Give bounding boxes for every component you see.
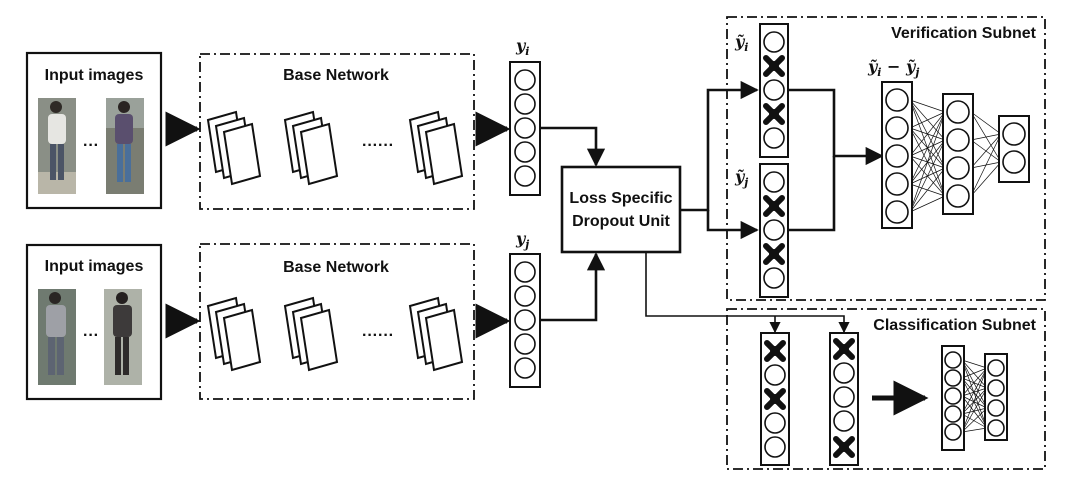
neuron-icon <box>514 285 536 307</box>
neuron-icon <box>763 127 785 149</box>
neuron-icon <box>885 144 909 168</box>
neuron-icon <box>514 309 536 331</box>
neuron-icon <box>514 165 536 187</box>
neuron-icon <box>946 128 970 152</box>
neuron-icon <box>833 410 855 432</box>
base-network-label-top: Base Network <box>283 67 389 84</box>
verification-fc-lines <box>909 99 1002 213</box>
neuron-icon <box>944 351 962 369</box>
image-ellipsis-top: ··· <box>83 137 99 154</box>
yi-label: yi <box>515 36 529 58</box>
classification-fc-lines <box>961 359 988 433</box>
person-photo-2 <box>106 98 144 194</box>
neuron-icon <box>764 364 786 386</box>
neuron-icon <box>514 357 536 379</box>
feature-map-icon <box>207 297 261 371</box>
feature-map-icon <box>207 111 261 185</box>
verification-subnet: Verification Subnet ỹi ỹj ỹi − ỹj <box>726 16 1046 301</box>
neuron-icon <box>885 116 909 140</box>
neuron-icon <box>763 31 785 53</box>
connector-yj-to-dropout <box>540 252 606 322</box>
difference-label: ỹi − ỹj <box>867 57 919 79</box>
neuron-icon <box>763 79 785 101</box>
neuron-icon <box>514 261 536 283</box>
neuron-icon <box>763 219 785 241</box>
neuron-icon <box>1002 122 1026 146</box>
classification-subnet-title: Classification Subnet <box>873 317 1036 334</box>
input-label-top: Input images <box>45 67 144 84</box>
person-photo-4 <box>104 289 142 385</box>
neuron-icon <box>514 333 536 355</box>
yj-label: yj <box>515 229 529 251</box>
base-network-frame-bottom <box>199 243 475 400</box>
neuron-icon <box>987 419 1005 437</box>
verification-subnet-title: Verification Subnet <box>891 25 1037 42</box>
neuron-icon <box>946 184 970 208</box>
neuron-icon <box>763 267 785 289</box>
neuron-icon <box>944 369 962 387</box>
dropout-unit-box <box>560 165 682 254</box>
base-network-top: Base Network ······ <box>199 53 475 210</box>
cls-output-column <box>984 353 1008 441</box>
neuron-icon <box>946 156 970 180</box>
neuron-icon <box>885 88 909 112</box>
input-images-bottom: Input images ··· <box>25 243 163 401</box>
verification-subnet-frame <box>726 16 1046 301</box>
neuron-icon <box>514 141 536 163</box>
neuron-icon <box>946 100 970 124</box>
base-network-bottom: Base Network ······ <box>199 243 475 400</box>
neuron-icon <box>764 412 786 434</box>
neuron-icon <box>1002 150 1026 174</box>
feature-yi: yi <box>509 36 541 196</box>
neuron-icon <box>764 436 786 458</box>
feature-map-icon <box>284 111 338 185</box>
neuron-icon <box>987 379 1005 397</box>
connector-yi-to-dropout <box>540 126 606 167</box>
feature-map-icon <box>284 297 338 371</box>
base-network-frame-top <box>199 53 475 210</box>
vyi-label: ỹi <box>734 32 748 54</box>
connector-vyi-to-diff <box>788 88 884 166</box>
dropout-unit-line1: Loss Specific <box>569 190 672 207</box>
input-label-bottom: Input images <box>45 258 144 275</box>
neuron-icon <box>763 171 785 193</box>
neuron-icon <box>944 423 962 441</box>
person-photo-3 <box>38 289 76 385</box>
feature-map-icon <box>409 111 463 185</box>
neuron-icon <box>987 399 1005 417</box>
classification-subnet-frame <box>726 308 1046 470</box>
classification-subnet: Classification Subnet <box>726 308 1046 470</box>
connector-dropout-to-classification <box>645 252 850 334</box>
stack-ellipsis-top: ······ <box>362 137 394 154</box>
feature-map-icon <box>409 297 463 371</box>
dropout-unit: Loss Specific Dropout Unit <box>560 165 682 254</box>
neuron-icon <box>885 172 909 196</box>
dropout-unit-line2: Dropout Unit <box>572 213 670 230</box>
neuron-icon <box>514 117 536 139</box>
neuron-icon <box>944 387 962 405</box>
neuron-icon <box>833 386 855 408</box>
neuron-icon <box>514 69 536 91</box>
person-photo-1 <box>38 98 76 194</box>
neuron-icon <box>944 405 962 423</box>
image-ellipsis-bottom: ··· <box>83 327 99 344</box>
input-images-top: Input images ··· <box>25 51 163 210</box>
connector-dropout-to-vyj <box>706 210 759 240</box>
connector-vyj-to-diff <box>788 156 836 232</box>
feature-yj: yj <box>509 229 541 388</box>
base-network-label-bottom: Base Network <box>283 259 389 276</box>
neuron-icon <box>514 93 536 115</box>
neuron-icon <box>885 200 909 224</box>
vyj-label: ỹj <box>734 167 748 189</box>
stack-ellipsis-bottom: ······ <box>362 327 394 344</box>
neuron-icon <box>987 359 1005 377</box>
neuron-icon <box>833 362 855 384</box>
connector-dropout-to-vyi <box>680 80 759 212</box>
